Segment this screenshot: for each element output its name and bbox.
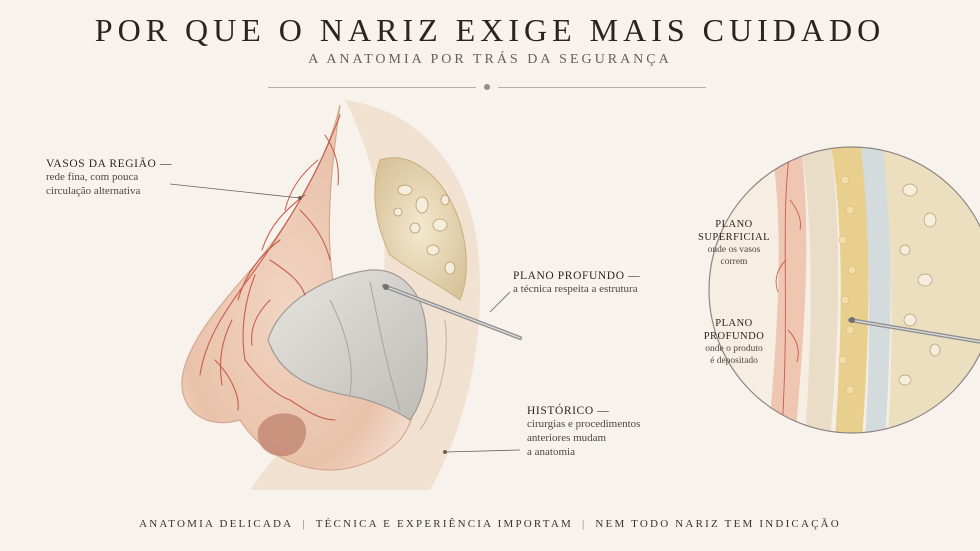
inset-superficial-line2: correm	[720, 257, 748, 267]
title-rule-right	[498, 87, 706, 88]
inset-deep-title2: PROFUNDO	[703, 331, 765, 342]
label-deep-plane-title: PLANO PROFUNDO —	[513, 270, 641, 282]
label-vessels: VASOS DA REGIÃO — rede fina, com pouca c…	[46, 158, 172, 198]
label-deep-plane: PLANO PROFUNDO — a técnica respeita a es…	[513, 270, 640, 296]
label-vessels-title: VASOS DA REGIÃO —	[46, 158, 172, 170]
inset-deep-line2: é depositado	[710, 356, 758, 366]
title-rule-dot	[484, 84, 490, 90]
label-history-line1: cirurgias e procedimentos	[527, 418, 641, 430]
footer-item-technique: TÉCNICA E EXPERIÊNCIA IMPORTAM	[315, 518, 573, 530]
inset-superficial-title2: SUPERFICIAL	[697, 232, 770, 243]
inset-superficial-line1: onde os vasos	[707, 245, 761, 255]
label-history-line3: a anatomia	[527, 446, 575, 458]
label-vessels-line2: circulação alternativa	[46, 185, 141, 197]
inset-label-deep: PLANO PROFUNDO onde o produto é deposita…	[694, 317, 774, 367]
nostril	[257, 413, 307, 457]
page-subtitle: A ANATOMIA POR TRÁS DA SEGURANÇA	[308, 52, 672, 67]
footer-separator: |	[581, 518, 587, 530]
label-history: HISTÓRICO — cirurgias e procedimentos an…	[527, 405, 640, 459]
label-deep-plane-line1: a técnica respeita a estrutura	[513, 283, 638, 295]
bone-cavities	[393, 184, 456, 275]
footer-item-anatomy: ANATOMIA DELICADA	[139, 518, 294, 530]
vessel-network	[199, 114, 341, 421]
label-vessels-line1: rede fina, com pouca	[46, 171, 139, 183]
page-title: POR QUE O NARIZ EXIGE MAIS CUIDADO	[94, 12, 886, 48]
inset-deep-line1: onde o produto	[705, 344, 763, 354]
footer-separator: |	[302, 518, 307, 530]
inset-deep-title1: PLANO	[715, 318, 753, 329]
inset-frame	[708, 146, 980, 434]
title-rule-left	[268, 87, 476, 88]
inset-label-superficial: PLANO SUPERFICIAL onde os vasos correm	[694, 218, 774, 268]
nasal-bone	[374, 157, 467, 301]
label-history-title: HISTÓRICO —	[527, 405, 610, 417]
label-history-line2: anteriores mudam	[527, 432, 607, 444]
inset-superficial-title1: PLANO	[715, 219, 753, 230]
inset-cross-section	[709, 147, 980, 433]
footer: ANATOMIA DELICADA | TÉCNICA E EXPERIÊNCIA …	[0, 518, 980, 530]
footer-item-indication: NEM TODO NARIZ TEM INDICAÇÃO	[595, 518, 841, 530]
